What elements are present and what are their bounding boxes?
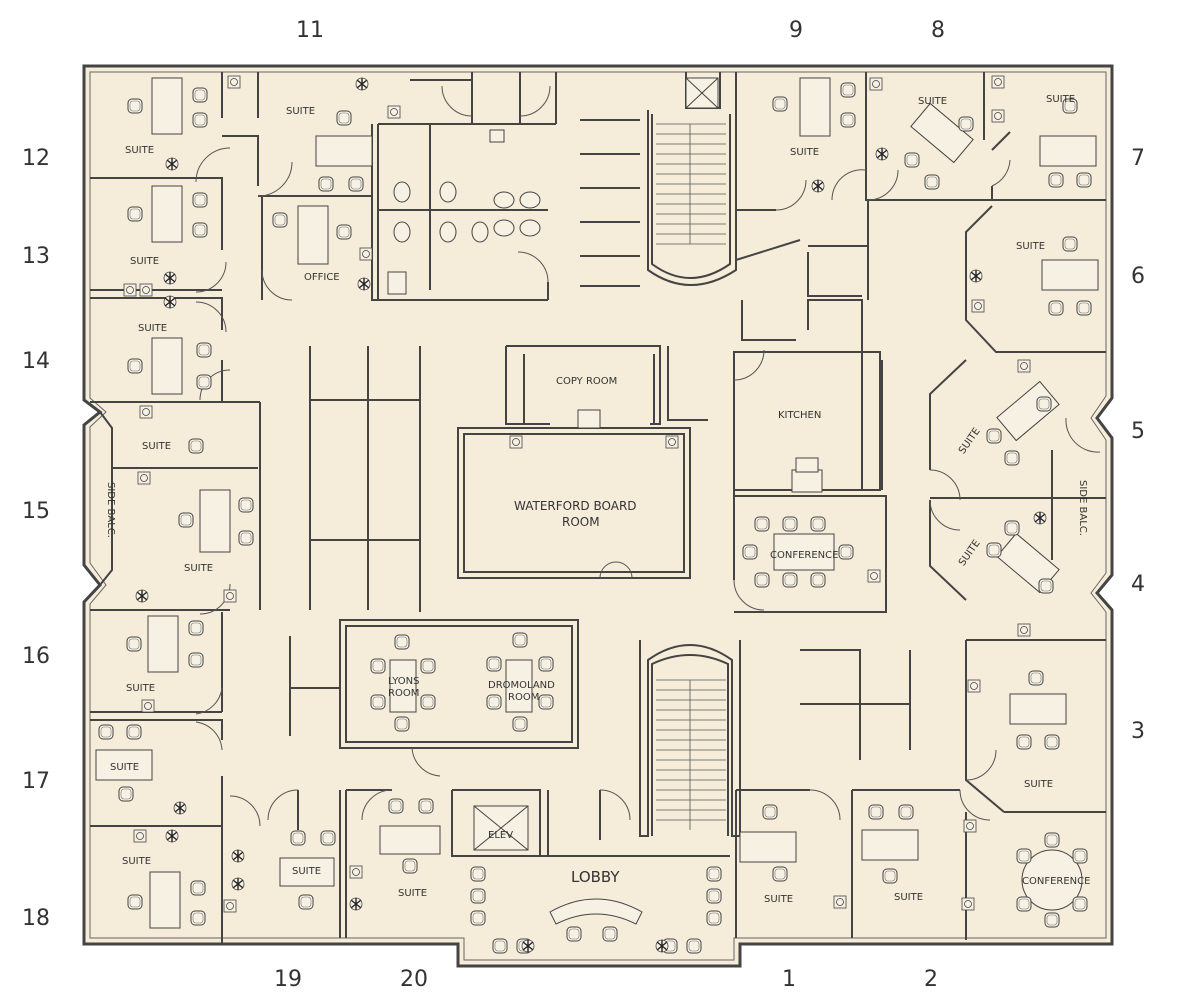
unit-number-14: 14 <box>22 349 50 374</box>
unit-number-11: 11 <box>296 18 324 43</box>
unit-number-6: 6 <box>1131 264 1145 289</box>
suite-label-20: SUITE <box>398 888 427 899</box>
suite-label-16: SUITE <box>126 683 155 694</box>
conference-label-center: CONFERENCE <box>770 550 838 561</box>
elevator-label: ELEV <box>488 830 513 841</box>
suite-label-7: SUITE <box>1046 94 1075 105</box>
suite-label-18: SUITE <box>122 856 151 867</box>
lobby-label: LOBBY <box>571 868 620 886</box>
unit-number-19: 19 <box>274 967 302 992</box>
suite-label-15a: SUITE <box>142 441 171 452</box>
unit-number-8: 8 <box>931 18 945 43</box>
office-label: OFFICE <box>304 272 340 283</box>
conference-label-corner: CONFERENCE <box>1022 876 1090 887</box>
suite-label-15b: SUITE <box>184 563 213 574</box>
unit-number-9: 9 <box>789 18 803 43</box>
side-balcony-label-right: SIDE BALC. <box>1077 480 1088 536</box>
unit-number-2: 2 <box>924 967 938 992</box>
unit-number-12: 12 <box>22 146 50 171</box>
suite-label-8: SUITE <box>918 96 947 107</box>
unit-number-17: 17 <box>22 769 50 794</box>
unit-number-18: 18 <box>22 906 50 931</box>
copy-room-label: COPY ROOM <box>556 376 617 387</box>
suite-label-1: SUITE <box>764 894 793 905</box>
kitchen-label: KITCHEN <box>778 410 821 421</box>
suite-label-19: SUITE <box>292 866 321 877</box>
unit-number-20: 20 <box>400 967 428 992</box>
unit-number-5: 5 <box>1131 419 1145 444</box>
lyons-room-label-line1: LYONS <box>388 676 420 687</box>
suite-label-11: SUITE <box>286 106 315 117</box>
dromoland-room-label-line2: ROOM <box>508 692 539 703</box>
suite-label-3: SUITE <box>1024 779 1053 790</box>
unit-number-4: 4 <box>1131 572 1145 597</box>
suite-label-17: SUITE <box>110 762 139 773</box>
suite-label-9: SUITE <box>790 147 819 158</box>
unit-number-13: 13 <box>22 244 50 269</box>
unit-number-1: 1 <box>782 967 796 992</box>
suite-label-14: SUITE <box>138 323 167 334</box>
dromoland-room-label-line1: DROMOLAND <box>488 680 555 691</box>
suite-label-2: SUITE <box>894 892 923 903</box>
suite-label-13: SUITE <box>130 256 159 267</box>
unit-number-16: 16 <box>22 644 50 669</box>
suite-label-6: SUITE <box>1016 241 1045 252</box>
lyons-room-label-line2: ROOM <box>388 688 419 699</box>
unit-number-15: 15 <box>22 499 50 524</box>
board-room-label-line1: WATERFORD BOARD <box>514 499 637 513</box>
suite-label-12: SUITE <box>125 145 154 156</box>
unit-number-3: 3 <box>1131 719 1145 744</box>
side-balcony-label-left: SIDE BALC. <box>105 482 116 538</box>
board-room-label-line2: ROOM <box>562 515 600 529</box>
unit-number-7: 7 <box>1131 146 1145 171</box>
